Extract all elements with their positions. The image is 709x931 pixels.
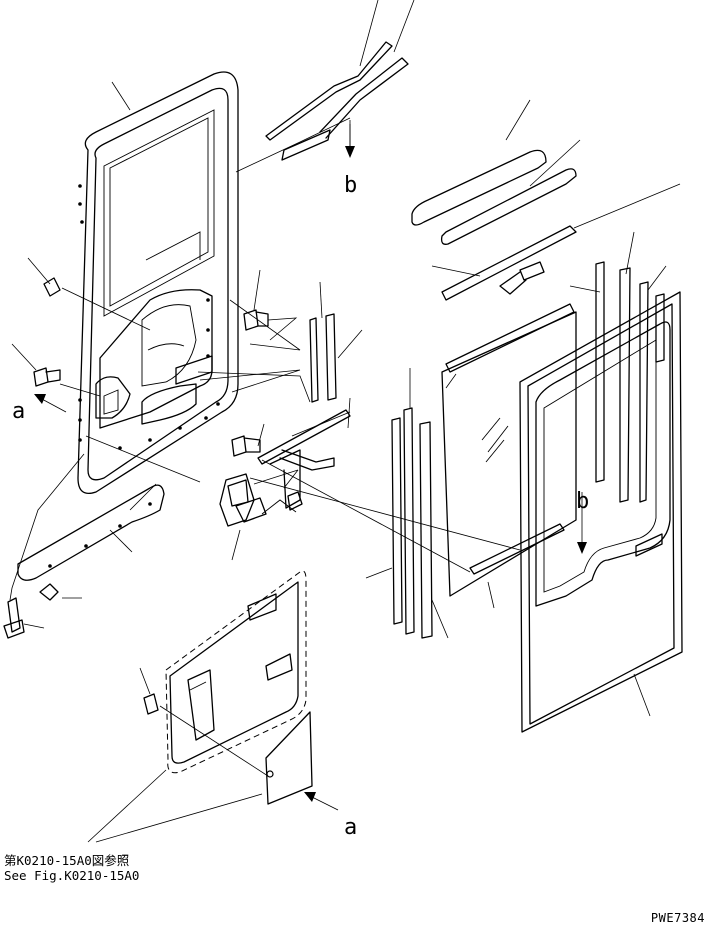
glass-run-seals (411, 149, 577, 373)
upper-seal-rails (265, 41, 409, 161)
hinge-bracket (17, 484, 165, 581)
callout-b-door: b (576, 489, 589, 514)
reference-note-en: See Fig.K0210-15A0 (4, 868, 140, 883)
fasteners (3, 277, 269, 715)
inner-trim-panel (165, 570, 313, 805)
outer-door-panel (519, 291, 683, 733)
callout-a-frame: a (12, 399, 25, 424)
reference-note-jp: 第K0210-15A0図参照 (4, 853, 130, 868)
callout-b-top: b (344, 173, 357, 198)
callout-a-trim: a (344, 815, 357, 840)
vertical-channels (309, 261, 665, 639)
window-glass (441, 311, 577, 597)
arrows (34, 124, 587, 811)
window-regulator (219, 409, 351, 527)
door-frame (77, 71, 239, 495)
leader-lines (9, 0, 681, 843)
drawing-code: PWE7384 (650, 911, 705, 925)
